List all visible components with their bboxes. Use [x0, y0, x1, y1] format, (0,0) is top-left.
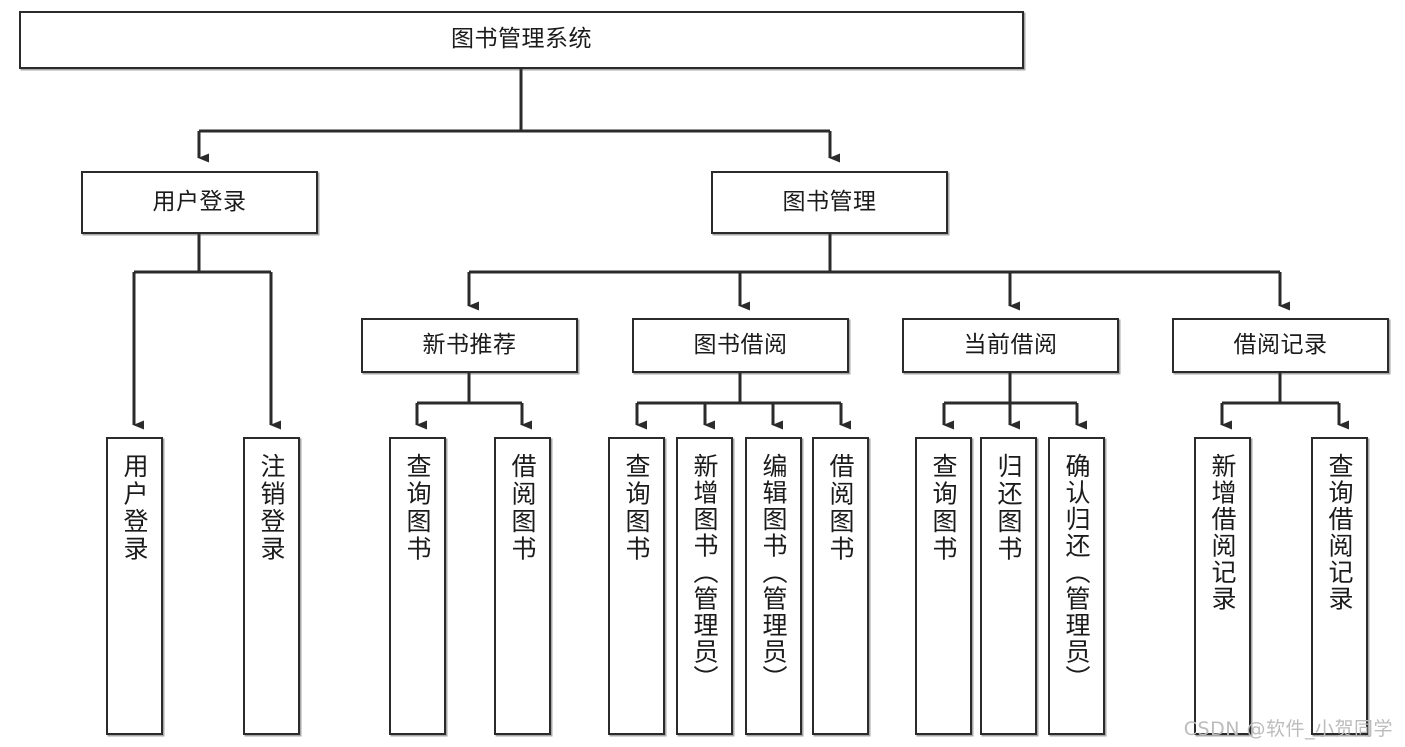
node-book-management[interactable]: 图书管理	[711, 171, 948, 234]
leaf-query-borrow-record-label: 查询借阅记录	[1325, 453, 1354, 612]
node-new-book-recommend-label: 新书推荐	[422, 331, 517, 358]
leaf-query-book-current[interactable]: 查询图书	[915, 437, 972, 735]
leaf-borrow-book-newbook[interactable]: 借阅图书	[494, 437, 551, 735]
node-borrow-records[interactable]: 借阅记录	[1172, 318, 1389, 373]
leaf-user-logout-label: 注销登录	[257, 453, 286, 563]
leaf-query-book-newbook-label: 查询图书	[403, 453, 432, 563]
node-root-label: 图书管理系统	[451, 26, 592, 53]
leaf-borrow-book-borrow[interactable]: 借阅图书	[812, 437, 869, 735]
leaf-edit-book-admin[interactable]: 编辑图书（管理员）	[745, 437, 802, 735]
leaf-borrow-book-newbook-label: 借阅图书	[508, 453, 537, 563]
leaf-add-book-admin[interactable]: 新增图书（管理员）	[676, 437, 733, 735]
node-current-borrow-label: 当前借阅	[963, 331, 1058, 358]
leaf-add-book-admin-label: 新增图书（管理员）	[690, 453, 719, 692]
leaf-borrow-book-borrow-label: 借阅图书	[826, 453, 855, 563]
leaf-query-book-borrow[interactable]: 查询图书	[608, 437, 665, 735]
node-root[interactable]: 图书管理系统	[19, 11, 1024, 69]
leaf-user-login[interactable]: 用户登录	[106, 437, 163, 735]
node-book-borrow[interactable]: 图书借阅	[632, 318, 849, 373]
leaf-user-login-label: 用户登录	[120, 453, 149, 563]
node-user-login[interactable]: 用户登录	[81, 171, 318, 234]
leaf-query-borrow-record[interactable]: 查询借阅记录	[1311, 437, 1368, 735]
node-user-login-label: 用户登录	[152, 188, 247, 215]
leaf-add-borrow-record[interactable]: 新增借阅记录	[1194, 437, 1251, 735]
leaf-confirm-return-admin-label: 确认归还（管理员）	[1062, 453, 1091, 692]
leaf-user-logout[interactable]: 注销登录	[243, 437, 300, 735]
node-book-borrow-label: 图书借阅	[693, 331, 788, 358]
leaf-query-book-current-label: 查询图书	[929, 453, 958, 563]
leaf-query-book-borrow-label: 查询图书	[622, 453, 651, 563]
node-borrow-records-label: 借阅记录	[1233, 331, 1328, 358]
leaf-add-borrow-record-label: 新增借阅记录	[1208, 453, 1237, 612]
leaf-return-book-label: 归还图书	[994, 453, 1023, 563]
node-book-management-label: 图书管理	[782, 188, 877, 215]
leaf-edit-book-admin-label: 编辑图书（管理员）	[759, 453, 788, 692]
node-current-borrow[interactable]: 当前借阅	[902, 318, 1119, 373]
leaf-confirm-return-admin[interactable]: 确认归还（管理员）	[1048, 437, 1105, 735]
leaf-query-book-newbook[interactable]: 查询图书	[389, 437, 446, 735]
node-new-book-recommend[interactable]: 新书推荐	[361, 318, 578, 373]
leaf-return-book[interactable]: 归还图书	[980, 437, 1037, 735]
